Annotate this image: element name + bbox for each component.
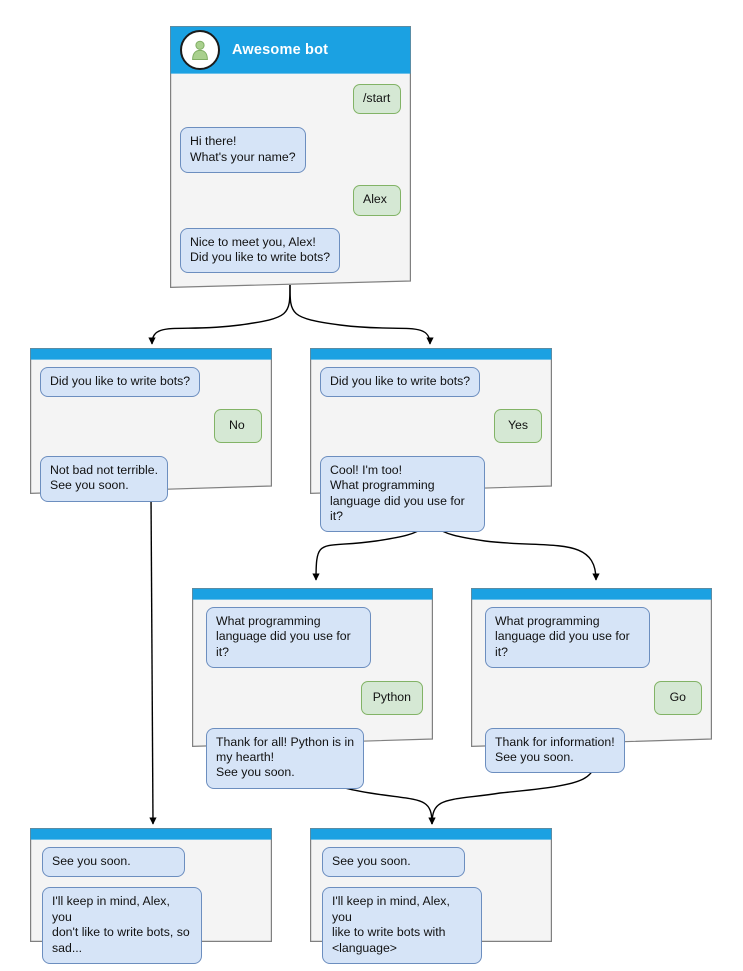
bot-message-bubble[interactable]: Nice to meet you, Alex! Did you like to … (180, 227, 341, 274)
card-go-branch-messages: What programming language did you use fo… (471, 599, 712, 774)
card-end-sad-messages: See you soon. I'll keep in mind, Alex, y… (30, 839, 272, 965)
card-yes-branch-content: Did you like to write bots? Yes Cool! I'… (310, 348, 552, 533)
user-message-bubble[interactable]: Yes (493, 409, 542, 443)
card-yes-branch[interactable]: Did you like to write bots? Yes Cool! I'… (310, 348, 552, 533)
user-message-bubble[interactable]: No (214, 409, 262, 443)
message-row: See you soon. (42, 847, 262, 878)
bot-message-bubble[interactable]: Hi there! What's your name? (180, 127, 306, 174)
card-no-branch-header (30, 348, 272, 359)
card-no-branch-messages: Did you like to write bots? No Not bad n… (30, 359, 272, 502)
bot-message-bubble[interactable]: See you soon. (42, 847, 185, 878)
message-row: Go (485, 681, 702, 715)
card-python-branch[interactable]: What programming language did you use fo… (192, 588, 433, 789)
message-row: Yes (320, 409, 542, 443)
message-row: Nice to meet you, Alex! Did you like to … (180, 227, 401, 274)
message-row: I'll keep in mind, Alex, you like to wri… (322, 887, 542, 965)
card-end-sad-header (30, 828, 272, 839)
card-end-happy-header (310, 828, 552, 839)
card-go-branch-header (471, 588, 712, 599)
bot-message-bubble[interactable]: Not bad not terrible. See you soon. (40, 455, 169, 502)
card-no-branch[interactable]: Did you like to write bots? No Not bad n… (30, 348, 272, 502)
message-row: /start (180, 84, 401, 115)
user-message-bubble[interactable]: /start (353, 84, 401, 115)
message-row: Python (206, 681, 423, 715)
message-row: Thank for all! Python is in my hearth! S… (206, 727, 423, 789)
card-yes-branch-messages: Did you like to write bots? Yes Cool! I'… (310, 359, 552, 533)
message-row: No (40, 409, 262, 443)
bot-message-bubble[interactable]: What programming language did you use fo… (485, 607, 650, 669)
card-root-content: Awesome bot /start Hi there! What's your… (170, 26, 411, 274)
user-message-bubble[interactable]: Go (653, 681, 702, 715)
edge-no-to-end-sad (149, 493, 157, 825)
card-end-happy-content: See you soon. I'll keep in mind, Alex, y… (310, 828, 552, 965)
message-row: Did you like to write bots? (40, 367, 262, 398)
message-row: Hi there! What's your name? (180, 127, 401, 174)
edge-root-to-no (148, 284, 291, 345)
message-row: Did you like to write bots? (320, 367, 542, 398)
message-row: Alex (180, 185, 401, 216)
card-python-branch-content: What programming language did you use fo… (192, 588, 433, 789)
message-row: Thank for information! See you soon. (485, 727, 702, 774)
bot-message-bubble[interactable]: Cool! I'm too! What programming language… (320, 455, 485, 533)
bot-message-bubble[interactable]: What programming language did you use fo… (206, 607, 371, 669)
person-icon (192, 40, 208, 60)
message-row: See you soon. (322, 847, 542, 878)
edge-root-to-yes (289, 284, 434, 345)
card-go-branch[interactable]: What programming language did you use fo… (471, 588, 712, 774)
user-message-bubble[interactable]: Alex (353, 185, 401, 216)
bot-message-bubble[interactable]: Did you like to write bots? (40, 367, 201, 398)
card-python-branch-header (192, 588, 433, 599)
bot-message-bubble[interactable]: Did you like to write bots? (320, 367, 481, 398)
card-end-sad-content: See you soon. I'll keep in mind, Alex, y… (30, 828, 272, 965)
card-root[interactable]: Awesome bot /start Hi there! What's your… (170, 26, 411, 288)
card-end-happy-messages: See you soon. I'll keep in mind, Alex, y… (310, 839, 552, 965)
card-end-happy[interactable]: See you soon. I'll keep in mind, Alex, y… (310, 828, 552, 965)
message-row: I'll keep in mind, Alex, you don't like … (42, 887, 262, 965)
bot-message-bubble[interactable]: Thank for information! See you soon. (485, 727, 625, 774)
card-go-branch-content: What programming language did you use fo… (471, 588, 712, 774)
message-row: Cool! I'm too! What programming language… (320, 455, 542, 533)
message-row: What programming language did you use fo… (206, 607, 423, 669)
card-yes-branch-header (310, 348, 552, 359)
bot-message-bubble[interactable]: Thank for all! Python is in my hearth! S… (206, 727, 365, 789)
card-end-sad[interactable]: See you soon. I'll keep in mind, Alex, y… (30, 828, 272, 965)
user-message-bubble[interactable]: Python (360, 681, 423, 715)
message-row: What programming language did you use fo… (485, 607, 702, 669)
card-root-header: Awesome bot (170, 26, 411, 73)
avatar (180, 29, 220, 70)
bot-message-bubble[interactable]: I'll keep in mind, Alex, you like to wri… (322, 887, 482, 965)
card-no-branch-content: Did you like to write bots? No Not bad n… (30, 348, 272, 502)
card-root-messages: /start Hi there! What's your name? Alex … (170, 73, 411, 274)
bot-message-bubble[interactable]: See you soon. (322, 847, 465, 878)
message-row: Not bad not terrible. See you soon. (40, 455, 262, 502)
card-python-branch-messages: What programming language did you use fo… (192, 599, 433, 789)
bot-name-label: Awesome bot (232, 41, 329, 58)
bot-message-bubble[interactable]: I'll keep in mind, Alex, you don't like … (42, 887, 202, 965)
